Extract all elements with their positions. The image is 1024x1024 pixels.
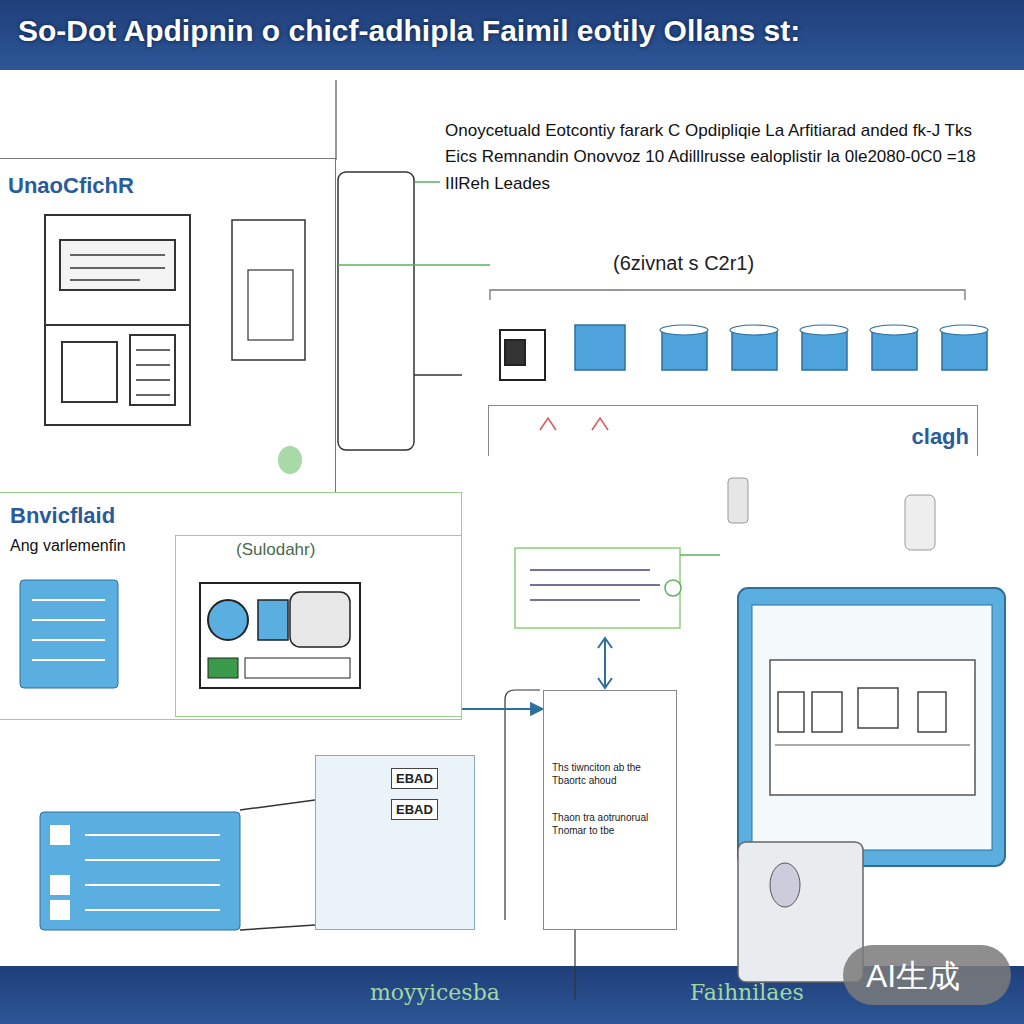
node-text: UnaoCfichR bbox=[8, 173, 327, 199]
node-text: Ths tiwnciton ab the Tbaortc ahoud bbox=[552, 761, 668, 787]
title: So-Dot Apdipnin o chicf-adhipla Faimil e… bbox=[18, 14, 1008, 48]
node-text: Bnvicflaid bbox=[10, 503, 451, 529]
document-card: Ths tiwnciton ab the Tbaortc ahoudThaon … bbox=[543, 690, 677, 930]
connector-arrow bbox=[462, 708, 543, 710]
tablet-device: EBAD EBAD bbox=[315, 755, 475, 930]
node-text: EBAD bbox=[391, 768, 438, 789]
label-text: (6zivnat s C2r1) bbox=[610, 252, 757, 275]
node-text: Ang varlemenfin bbox=[10, 537, 451, 555]
watermark: AI生成 bbox=[866, 955, 960, 999]
bracket-group: clagh bbox=[488, 405, 978, 456]
node-text: clagh bbox=[910, 424, 971, 450]
illustration-box: (Sulodahr) bbox=[175, 535, 462, 717]
section-panel: UnaoCfichR bbox=[0, 158, 336, 492]
label-text: Onoycetuald Eotcontiy farark C Opdipliqi… bbox=[445, 118, 993, 197]
node-text: Thaon tra aotrunorual Tnomar to tbe bbox=[552, 811, 668, 837]
section-panel: BnvicflaidAng varlemenfin(Sulodahr) bbox=[0, 492, 462, 720]
node-text: EBAD bbox=[391, 799, 438, 820]
label-text: moyyicesba bbox=[370, 980, 500, 1005]
label-text: Faihnilaes bbox=[690, 980, 804, 1005]
node-text: (Sulodahr) bbox=[236, 540, 456, 560]
